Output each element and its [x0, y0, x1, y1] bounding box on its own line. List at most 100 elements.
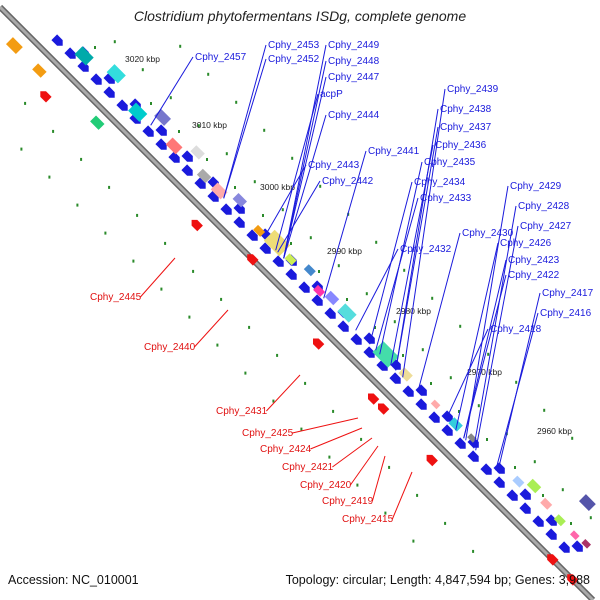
guide-dot	[332, 409, 335, 413]
forward-gene	[428, 411, 440, 423]
reverse-gene-leader	[349, 445, 379, 486]
reverse-gene-label: Cphy_2431	[216, 406, 268, 417]
gene-feature-block	[284, 253, 297, 266]
guide-dot	[309, 236, 312, 240]
guide-dot	[244, 371, 247, 375]
guide-dot	[328, 455, 331, 459]
forward-gene-leader	[277, 180, 321, 253]
gene-feature-block	[5, 37, 23, 55]
forward-gene	[415, 384, 427, 396]
reverse-gene	[378, 403, 390, 415]
guide-dot	[337, 264, 340, 268]
guide-dot	[113, 40, 116, 44]
forward-gene	[324, 307, 336, 319]
reverse-gene-leader	[292, 417, 359, 434]
reverse-gene	[567, 574, 579, 586]
guide-dot	[220, 297, 223, 301]
guide-dot	[431, 296, 434, 300]
reverse-gene	[426, 454, 438, 467]
gene-feature-block	[448, 417, 463, 432]
guide-dot	[430, 382, 432, 385]
guide-dot	[235, 100, 238, 104]
guide-dot	[589, 516, 592, 520]
forward-gene-label: Cphy_2426	[500, 238, 552, 249]
gene-feature-block	[106, 64, 126, 84]
forward-gene-leader	[475, 225, 519, 451]
forward-gene	[441, 424, 453, 436]
gene-feature-block	[372, 341, 399, 368]
gene-feature-block	[430, 399, 441, 410]
forward-gene-leader	[150, 56, 194, 126]
reverse-gene-leader	[310, 427, 363, 450]
forward-gene	[51, 34, 63, 46]
guide-dot	[515, 380, 518, 384]
guide-dot	[346, 298, 348, 301]
forward-gene	[311, 294, 323, 306]
forward-gene-label: Cphy_2417	[542, 288, 594, 299]
forward-gene-label: Cphy_2422	[508, 270, 560, 281]
gene-feature-block	[190, 145, 205, 160]
reverse-gene	[547, 554, 559, 566]
forward-gene	[519, 488, 531, 500]
forward-gene	[90, 73, 102, 85]
forward-gene	[246, 229, 258, 241]
forward-gene-label: Cphy_2429	[510, 181, 562, 192]
guide-dot	[206, 158, 208, 161]
reverse-gene-leader	[194, 309, 229, 348]
guide-dot	[281, 208, 284, 212]
forward-gene-leader	[402, 88, 446, 378]
forward-gene	[558, 541, 570, 553]
guide-dot	[458, 410, 460, 413]
forward-gene-leader	[263, 164, 307, 239]
gene-feature-block	[324, 290, 340, 306]
topology-summary: Topology: circular; Length: 4,847,594 bp…	[285, 573, 590, 587]
forward-gene	[389, 372, 401, 384]
forward-gene	[272, 255, 284, 267]
accession-label: Accession: NC_010001	[8, 573, 139, 587]
guide-dot	[459, 324, 462, 328]
guide-dot	[48, 175, 51, 179]
forward-gene	[168, 151, 180, 163]
guide-dot	[365, 292, 368, 296]
forward-gene-label: Cphy_2418	[490, 324, 542, 335]
guide-dot	[542, 494, 544, 497]
forward-gene-leader	[223, 44, 267, 199]
reverse-gene-label: Cphy_2421	[282, 462, 334, 473]
forward-gene	[350, 333, 362, 345]
guide-dot	[374, 326, 376, 329]
gene-feature-block	[303, 264, 316, 277]
forward-gene	[142, 125, 154, 137]
forward-gene-leader	[390, 144, 434, 366]
forward-gene-label: Cphy_2448	[328, 56, 380, 67]
reverse-gene	[191, 219, 203, 232]
gene-feature-block	[90, 115, 105, 130]
guide-dot	[169, 96, 172, 100]
reverse-gene	[40, 91, 52, 103]
gene-feature-block	[32, 63, 47, 78]
guide-dot	[76, 203, 79, 207]
gene-feature-block	[74, 46, 94, 66]
reverse-gene	[313, 338, 325, 350]
reverse-gene-label: Cphy_2424	[260, 444, 312, 455]
forward-gene-leader	[395, 108, 439, 371]
scale-label: 2990 kbp	[327, 246, 362, 256]
forward-gene-leader	[355, 248, 399, 331]
scale-label: 2960 kbp	[537, 426, 572, 436]
guide-dot	[384, 511, 387, 515]
reverse-gene-leader	[371, 455, 386, 502]
forward-gene-leader	[283, 44, 327, 259]
forward-gene-label: Cphy_2443	[308, 160, 360, 171]
reverse-gene-label: Cphy_2420	[300, 480, 352, 491]
guide-dot	[207, 72, 210, 76]
guide-dot	[272, 399, 275, 403]
forward-gene-label: Cphy_2439	[447, 84, 499, 95]
forward-gene-leader	[323, 150, 367, 299]
reverse-gene	[247, 254, 259, 266]
forward-gene	[519, 502, 531, 514]
forward-gene-label: Cphy_2452	[268, 54, 320, 65]
guide-dot	[402, 354, 404, 357]
forward-gene-label: Cphy_2423	[508, 255, 560, 266]
forward-gene	[571, 540, 583, 552]
guide-dot	[318, 270, 320, 273]
